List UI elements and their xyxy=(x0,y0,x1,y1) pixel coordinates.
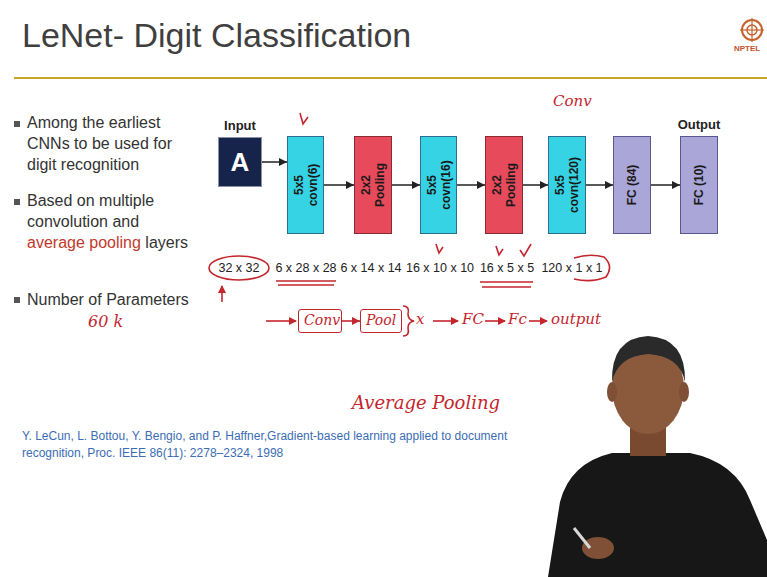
presenter-shirt xyxy=(548,453,767,577)
handwritten-note: Conv xyxy=(553,92,592,110)
handwritten-note: 60 k xyxy=(88,312,123,331)
handwritten-text: Conv xyxy=(299,310,341,331)
pooling-layer-box: 2x2 Pooling xyxy=(485,136,523,234)
handwritten-box: Pool xyxy=(360,309,402,333)
handwritten-note: Fc xyxy=(508,310,527,328)
hand-underline xyxy=(278,284,334,286)
bullet-text: Based on multiple convolution and averag… xyxy=(27,190,197,253)
title-rule xyxy=(14,77,767,79)
dimension-label: 32 x 32 xyxy=(189,261,289,276)
presenter-ear xyxy=(679,382,689,402)
layer-label: 5x5 covn(6) xyxy=(292,154,320,216)
logo-text: NPTEL xyxy=(734,44,760,54)
layer-label: 2x2 Pooling xyxy=(359,154,387,216)
handwritten-arrow xyxy=(342,320,360,322)
layer-label: FC (10) xyxy=(692,165,706,206)
tick-mark xyxy=(436,244,443,253)
flow-arrow xyxy=(523,184,548,186)
presenter-hair xyxy=(612,336,685,382)
layer-heading: Output xyxy=(678,117,721,132)
tick-mark xyxy=(496,246,503,255)
conv-layer-box: 5x5 covn(6) xyxy=(287,136,324,234)
logo-spoke xyxy=(740,29,764,30)
presenter-pen xyxy=(574,528,590,548)
dimension-label: 120 x 1 x 1 xyxy=(522,261,622,276)
presenter-hand xyxy=(582,537,614,559)
input-box: InputA xyxy=(218,137,262,187)
flow-arrow xyxy=(392,184,420,186)
handwritten-note: x xyxy=(416,310,424,328)
hand-arrow xyxy=(433,320,458,322)
bullet-text-part: Based on multiple convolution and xyxy=(27,192,154,230)
bullet-text: Number of Parameters xyxy=(27,289,197,310)
flow-arrow xyxy=(324,184,354,186)
conv-layer-box: 5x5 covn(120) xyxy=(548,136,586,234)
hand-arrow xyxy=(221,286,223,302)
layer-heading: Input xyxy=(224,118,256,133)
pooling-layer-box: 2x2 Pooling xyxy=(354,136,392,234)
citation: Y. LeCun, L. Bottou, Y. Bengio, and P. H… xyxy=(22,428,567,462)
hand-arrow xyxy=(266,320,296,322)
hand-underline xyxy=(480,281,533,283)
conv-layer-box: 5x5 covn(16) xyxy=(420,136,457,234)
tick-mark xyxy=(300,113,308,124)
presenter-ear xyxy=(607,382,617,402)
layer-label: 5x5 covn(16) xyxy=(425,154,453,216)
fc-layer-box: OutputFC (10) xyxy=(680,136,718,234)
slide-title: LeNet- Digit Classification xyxy=(22,16,411,55)
bullet-marker xyxy=(14,199,20,205)
bullet-text-part: layers xyxy=(145,234,188,251)
bullet-marker xyxy=(14,121,20,127)
bullet-marker xyxy=(14,297,20,303)
handwritten-text: Pool xyxy=(361,310,401,331)
handwritten-note: output xyxy=(551,310,601,328)
hand-brace xyxy=(403,306,414,336)
hand-arrow xyxy=(485,320,505,322)
handwritten-note: FC xyxy=(462,310,484,328)
handwritten-note: Average Pooling xyxy=(352,392,500,414)
input-letter: A xyxy=(219,147,261,177)
layer-label: 2x2 Pooling xyxy=(490,154,518,216)
flow-arrow xyxy=(651,184,680,186)
fc-layer-box: FC (84) xyxy=(613,136,651,234)
flow-arrow xyxy=(457,184,485,186)
layer-label: 5x5 covn(120) xyxy=(553,154,581,216)
hand-underline xyxy=(482,286,531,288)
dimension-label: 16 x 10 x 10 xyxy=(390,261,490,276)
check-mark xyxy=(520,244,531,256)
hand-arrow xyxy=(529,320,547,322)
flow-arrow xyxy=(262,161,287,163)
bullet-text: Among the earliest CNNs to be used for d… xyxy=(27,112,182,175)
hand-underline xyxy=(276,280,336,282)
highlighted-text: average pooling xyxy=(27,234,141,251)
flow-arrow xyxy=(586,184,613,186)
handwritten-box: Conv xyxy=(298,309,342,333)
layer-label: FC (84) xyxy=(625,165,639,206)
